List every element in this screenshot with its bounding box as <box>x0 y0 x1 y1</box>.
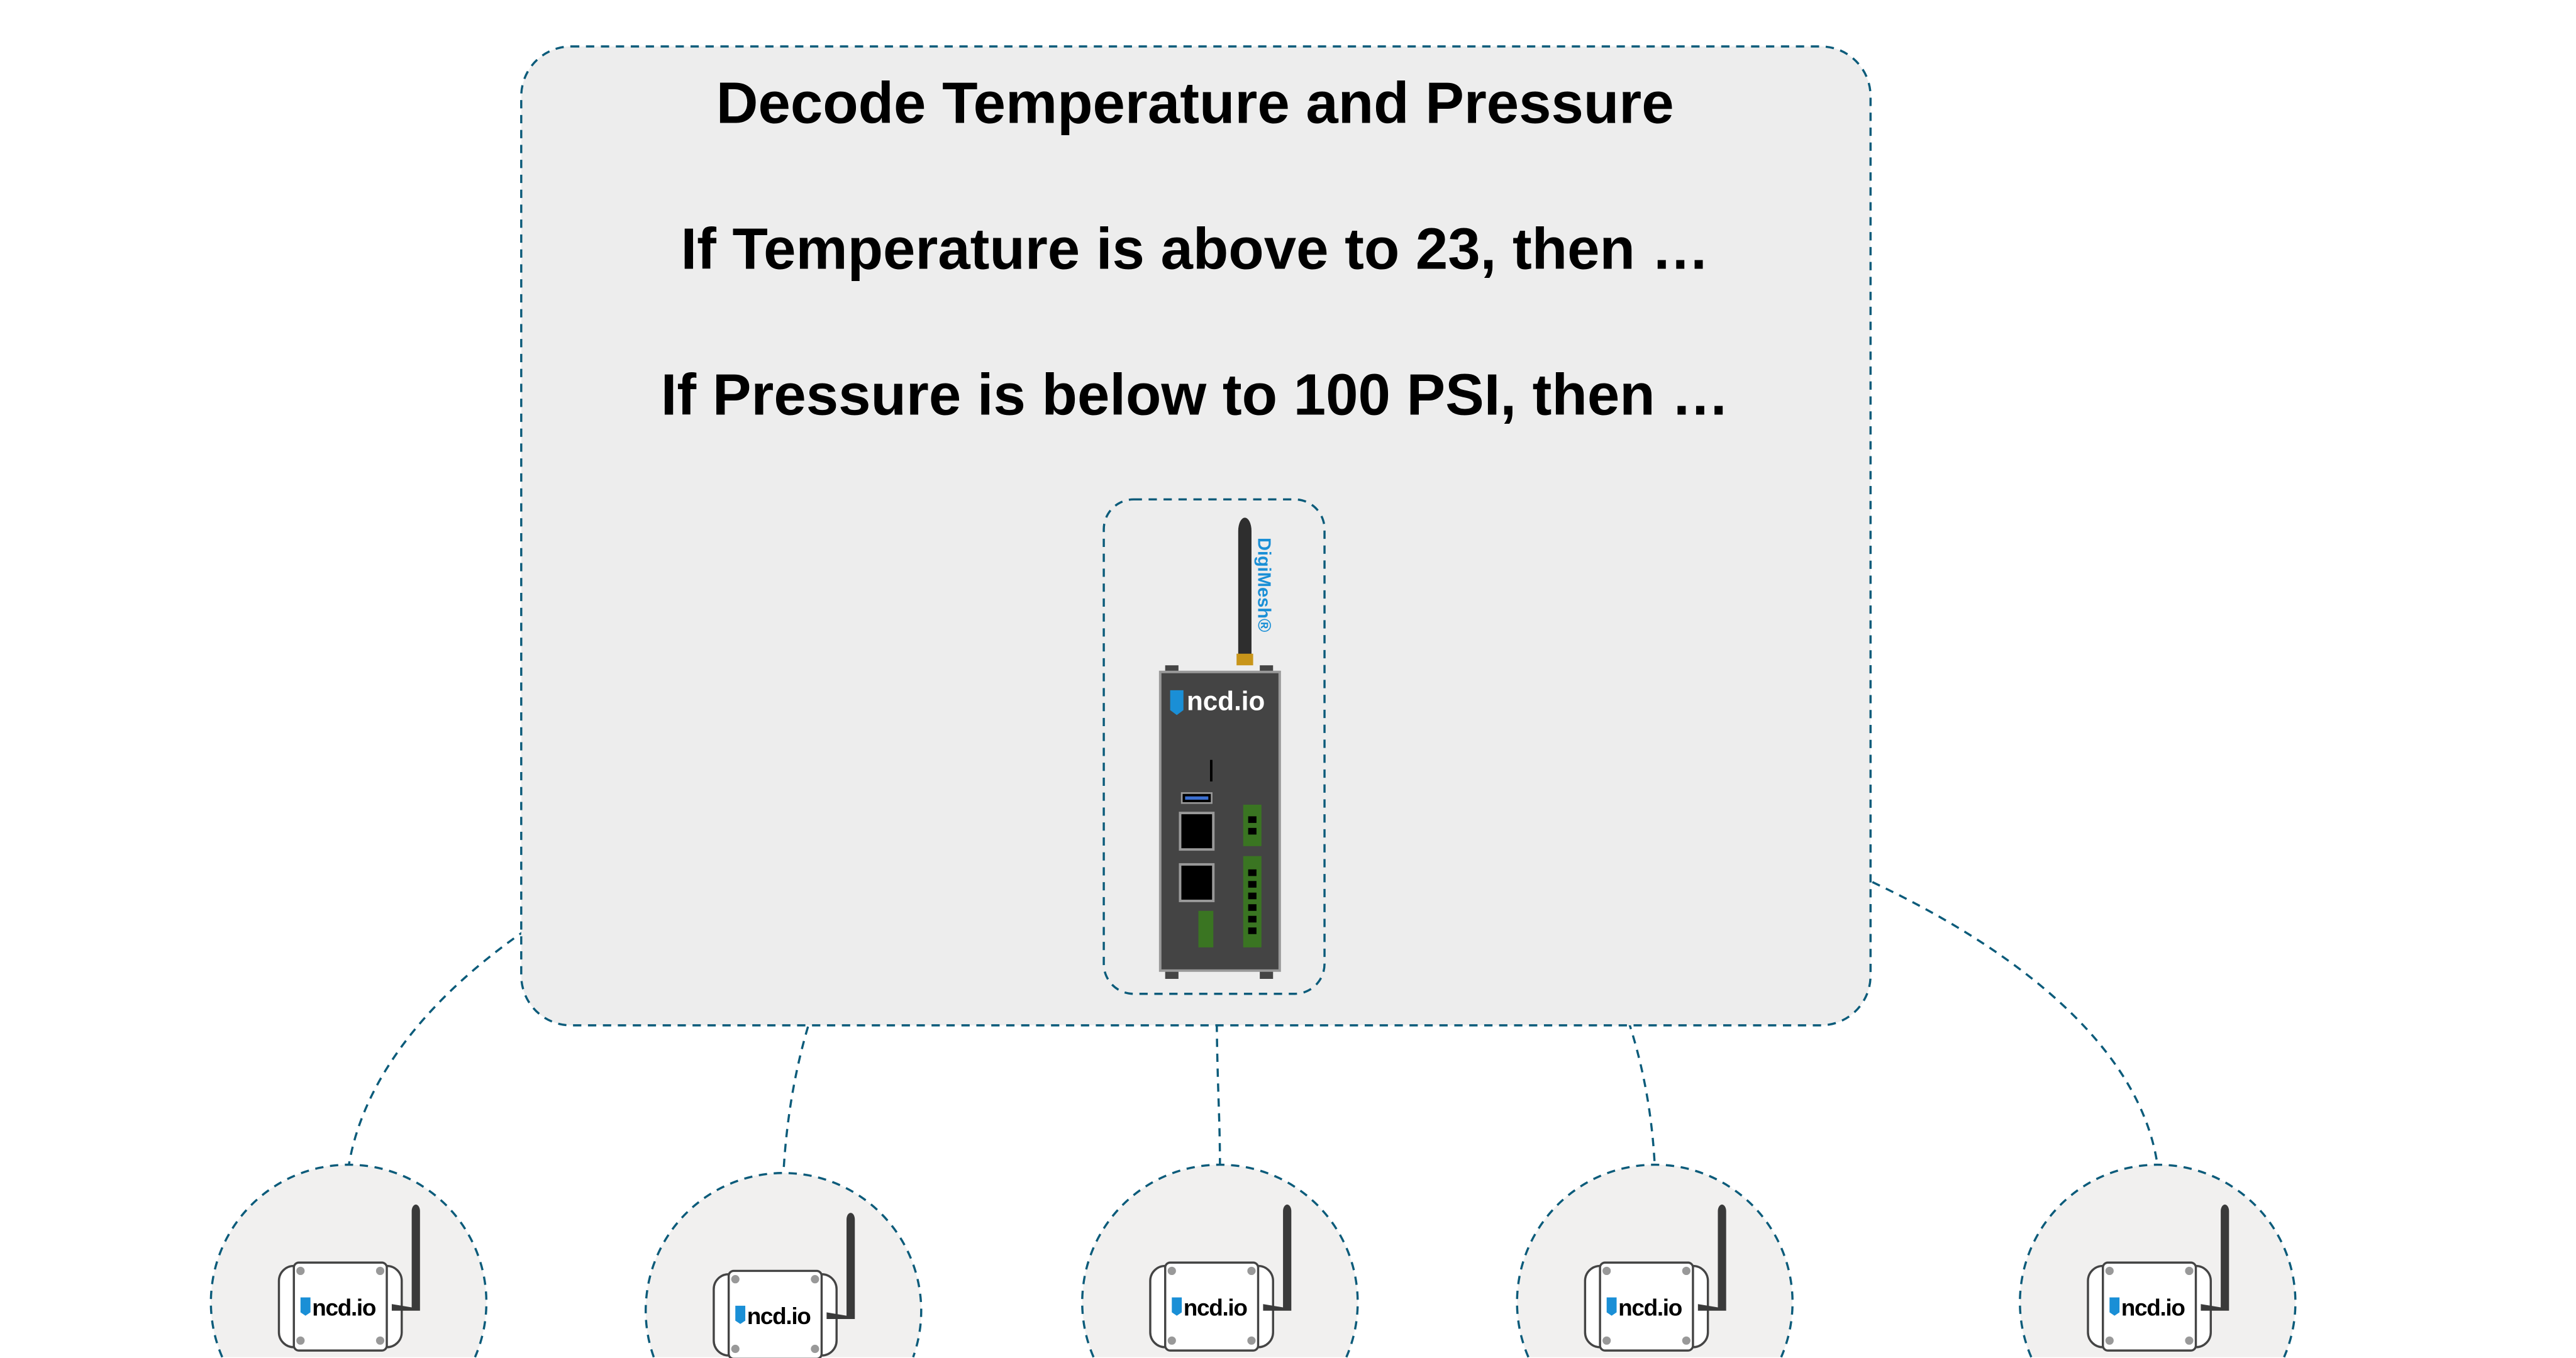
sensor-node[interactable]: ncd.io <box>2019 1163 2297 1358</box>
antenna-icon <box>1238 517 1252 658</box>
ncd-logo-icon <box>1172 1297 1182 1316</box>
ethernet-port-1 <box>1179 812 1215 851</box>
screw-icon <box>1682 1266 1690 1276</box>
terminal-block-1 <box>1243 804 1262 846</box>
sensor-lid <box>727 1269 823 1358</box>
screw-icon <box>811 1275 819 1284</box>
sensor-node[interactable]: ncd.io <box>1516 1163 1794 1358</box>
power-connector <box>1198 910 1214 947</box>
screw-icon <box>1247 1336 1256 1345</box>
antenna-icon <box>826 1213 855 1319</box>
screw-icon <box>1167 1336 1176 1345</box>
sensor-brand: ncd.io <box>1618 1295 1682 1321</box>
sensor-lid <box>1164 1261 1260 1352</box>
mesh-link <box>1324 745 2159 1167</box>
screw-icon <box>731 1275 740 1284</box>
status-led <box>1209 759 1213 781</box>
antenna-connector <box>1236 653 1253 666</box>
mount-tab <box>1165 970 1179 979</box>
rule-temperature: If Temperature is above to 23, then … <box>680 216 1709 282</box>
mount-tab <box>1260 970 1274 979</box>
screw-icon <box>731 1344 740 1354</box>
antenna-icon <box>2201 1204 2229 1311</box>
screw-icon <box>1167 1266 1176 1276</box>
screw-icon <box>296 1266 305 1276</box>
sensor-lid <box>292 1261 388 1352</box>
sensor-node[interactable]: ncd.io <box>209 1163 488 1358</box>
sensor-brand: ncd.io <box>312 1295 376 1321</box>
sensor-node[interactable]: ncd.io <box>1081 1163 1359 1358</box>
screw-icon <box>2185 1336 2194 1345</box>
screw-icon <box>2105 1266 2114 1276</box>
screw-icon <box>2105 1336 2114 1345</box>
rule-pressure: If Pressure is below to 100 PSI, then … <box>661 362 1729 428</box>
ncd-logo-icon <box>735 1305 746 1324</box>
usb-port-insert <box>1185 796 1209 800</box>
screw-icon <box>375 1336 385 1345</box>
sensor-brand: ncd.io <box>747 1303 811 1329</box>
ncd-logo-icon <box>300 1297 311 1316</box>
screw-icon <box>375 1266 385 1276</box>
screw-icon <box>811 1344 819 1354</box>
antenna-icon <box>1263 1204 1292 1311</box>
ncd-logo-icon <box>1170 690 1184 715</box>
antenna-icon <box>1697 1204 1726 1311</box>
ncd-logo-icon <box>1606 1297 1617 1316</box>
gateway-brand: ncd.io <box>1187 686 1265 715</box>
sensor-lid <box>2102 1261 2197 1352</box>
screw-icon <box>1682 1336 1690 1345</box>
antenna-icon <box>391 1204 420 1311</box>
screw-icon <box>296 1336 305 1345</box>
sensor-nodes: ncd.io ncd.io ncd.io ncd.io ncd.io <box>209 1163 2297 1358</box>
screw-icon <box>1602 1266 1611 1276</box>
screw-icon <box>1602 1336 1611 1345</box>
gateway-body <box>1158 670 1281 972</box>
screw-icon <box>1247 1266 1256 1276</box>
panel-heading: Decode Temperature and Pressure <box>716 70 1674 135</box>
sensor-brand: ncd.io <box>2121 1295 2185 1321</box>
sensor-node[interactable]: ncd.io <box>645 1172 923 1358</box>
protocol-label: DigiMesh® <box>1253 538 1274 632</box>
sensor-brand: ncd.io <box>1184 1295 1248 1321</box>
ethernet-port-2 <box>1179 863 1215 902</box>
ncd-logo-icon <box>2109 1297 2120 1316</box>
screw-icon <box>2185 1266 2194 1276</box>
gateway[interactable]: DigiMesh® ncd.io <box>1102 498 1326 995</box>
sensor-lid <box>1599 1261 1694 1352</box>
mesh-link <box>1324 745 1656 1167</box>
